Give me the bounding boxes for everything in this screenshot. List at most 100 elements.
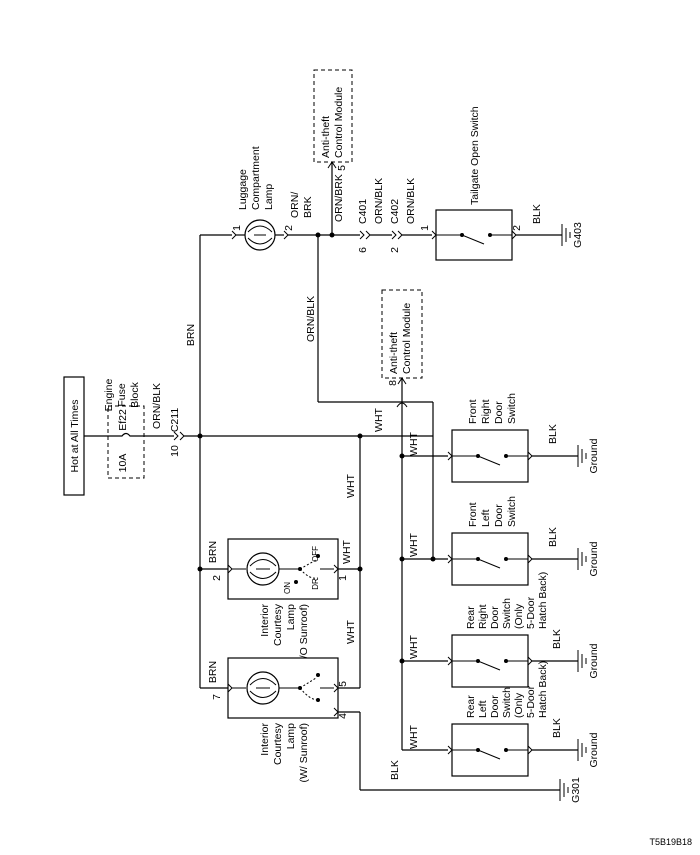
hot-label: Hot at All Times — [69, 400, 81, 473]
courtesy-wo-label-1: Interior — [259, 604, 271, 637]
courtesy-wo-pin2: 2 — [211, 575, 223, 581]
courtesy-w-label-1: Interior — [259, 723, 271, 756]
fl-ground: Ground — [588, 541, 600, 576]
fuse-block-label-1: Engine — [103, 378, 115, 411]
c402-pin: 2 — [389, 247, 401, 253]
courtesy-wo-pin1: 1 — [337, 575, 349, 581]
courtesy-wo-label-4: (W/O Sunroof) — [298, 604, 310, 672]
antitheft-top-pin: 5 — [336, 165, 348, 171]
rr-wire-blk: BLK — [551, 629, 563, 649]
antitheft-top-label-1: Anti-theft — [320, 116, 332, 158]
courtesy-wo-dr: DR — [311, 578, 320, 590]
ground-g403: G403 — [561, 222, 584, 248]
courtesy-wo-off: OFF — [311, 546, 320, 562]
rl-ground: Ground — [588, 732, 600, 767]
rr-label-3: Door — [489, 606, 501, 629]
fuse-id: Ef22 — [117, 409, 129, 431]
fuse-rating: 10A — [117, 454, 129, 473]
wire-orn-brk: ORN/BRK — [333, 174, 345, 222]
wire-brn-top: BRN — [185, 324, 197, 346]
antitheft-mid-pin: 8 — [387, 380, 399, 386]
rl-label-7: Hatch Back) — [537, 661, 549, 718]
wire-wht-rl: WHT — [408, 724, 420, 748]
front-left-door-switch: Front Left Door Switch BLK Ground — [402, 496, 600, 586]
antitheft-mid-label-1: Anti-theft — [388, 332, 400, 374]
wire-orn-blk-c402: ORN/BLK — [405, 178, 417, 224]
fr-label-4: Switch — [506, 393, 518, 424]
fl-label-4: Switch — [506, 496, 518, 527]
rl-label-3: Door — [489, 695, 501, 718]
tailgate-open-switch: 1 2 Tailgate Open Switch — [419, 106, 523, 261]
g403-label: G403 — [572, 222, 584, 248]
rr-label-2: Right — [477, 604, 489, 629]
wire-wht-fl: WHT — [408, 532, 420, 556]
luggage-pin2: 2 — [283, 225, 295, 231]
luggage-label-3: Lamp — [263, 184, 275, 210]
wire-blk-tailgate: BLK — [531, 204, 543, 224]
wire-orn-blk-c211: ORN/BLK — [151, 383, 163, 429]
figure-code: T5B19B18 — [649, 837, 692, 847]
rl-label-5: (Only — [513, 692, 525, 718]
courtesy-wo-label-2: Courtesy — [272, 603, 284, 646]
fl-label-2: Left — [480, 509, 492, 527]
fr-label-1: Front — [467, 399, 479, 424]
wire-wht-courtesy-top: WHT — [345, 473, 357, 497]
c401-pin: 6 — [357, 247, 369, 253]
rr-label-4: Switch — [501, 598, 513, 629]
rr-label-5: (Only — [513, 603, 525, 629]
rr-ground: Ground — [588, 643, 600, 678]
fuse-block-label-2: Fuse — [116, 383, 128, 407]
fr-wire-blk: BLK — [547, 424, 559, 444]
courtesy-w-pin4: 4 — [337, 713, 349, 719]
rear-right-door-switch: Rear Right Door Switch (Only 5-Door Hatc… — [402, 572, 600, 688]
wire-orn-slash: ORN/ — [289, 192, 301, 218]
courtesy-w-pin5: 5 — [337, 681, 349, 687]
connector-c211 — [173, 431, 185, 441]
fl-wire-blk: BLK — [547, 527, 559, 547]
courtesy-w-label-4: (W/ Sunroof) — [298, 723, 310, 783]
courtesy-lamp-w-sunroof: 7 5 4 Interior Courtesy Lamp (W/ Sunroof… — [211, 657, 349, 783]
fr-label-2: Right — [480, 399, 492, 424]
power-source: Hot at All Times — [63, 376, 108, 496]
courtesy-w-pin7: 7 — [211, 694, 223, 700]
c211-label: C211 — [169, 408, 181, 432]
connector-c402 — [391, 230, 403, 240]
wire-wht-bus: WHT — [373, 407, 385, 431]
wire-orn-blk-c401: ORN/BLK — [373, 178, 385, 224]
fr-label-3: Door — [493, 401, 505, 424]
luggage-label-1: Luggage — [237, 169, 249, 210]
antitheft-module-mid: Anti-theft Control Module 8 — [381, 289, 423, 436]
tailgate-label: Tailgate Open Switch — [469, 106, 481, 205]
g301-label: G301 — [570, 777, 582, 803]
wire-brk: BRK — [302, 196, 314, 218]
c401-label: C401 — [357, 199, 369, 224]
ground-g301: G301 — [559, 777, 582, 803]
fr-ground: Ground — [588, 438, 600, 473]
rl-label-6: 5-Door — [525, 685, 537, 718]
wire-brn-mid: BRN — [207, 541, 219, 563]
antitheft-top-label-2: Control Module — [333, 87, 345, 158]
connector-c401 — [359, 230, 371, 240]
courtesy-w-label-2: Courtesy — [272, 722, 284, 765]
antitheft-module-top: Anti-theft Control Module 5 ORN/BRK — [313, 69, 353, 235]
wire-wht-fr: WHT — [408, 431, 420, 455]
rl-label-4: Switch — [501, 687, 513, 718]
rl-wire-blk: BLK — [551, 718, 563, 738]
tailgate-pin2: 2 — [511, 225, 523, 231]
wire-wht-courtesy-wo: WHT — [341, 539, 353, 563]
fl-label-1: Front — [467, 502, 479, 527]
rear-left-door-switch: Rear Left Door Switch (Only 5-Door Hatch… — [401, 661, 600, 777]
luggage-compartment-lamp: 1 2 Luggage Compartment Lamp — [231, 146, 295, 251]
luggage-label-2: Compartment — [250, 146, 262, 210]
courtesy-wo-label-3: Lamp — [285, 604, 297, 630]
wire-orn-blk-branch: ORN/BLK — [305, 296, 317, 342]
wire-brn-bottom: BRN — [207, 661, 219, 683]
wire-blk-g301: BLK — [389, 760, 401, 780]
antitheft-mid-label-2: Control Module — [401, 303, 413, 374]
front-right-door-switch: Front Right Door Switch BLK Ground — [402, 393, 600, 483]
luggage-pin1: 1 — [231, 225, 243, 231]
rl-label-1: Rear — [465, 695, 477, 718]
wire-wht-rr: WHT — [408, 634, 420, 658]
rr-label-6: 5-Door — [525, 596, 537, 629]
